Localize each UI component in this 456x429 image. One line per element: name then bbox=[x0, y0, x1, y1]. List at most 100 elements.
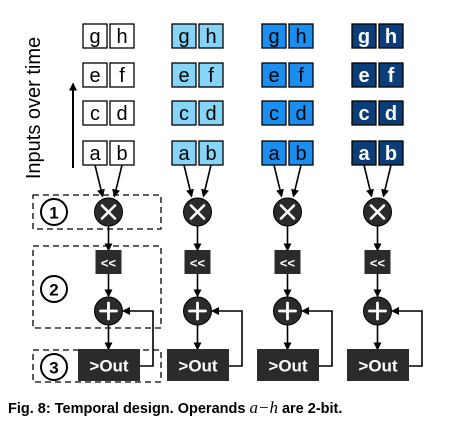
input-cell bbox=[109, 23, 135, 49]
stage-3-marker bbox=[40, 353, 68, 381]
input-cell-label: e bbox=[358, 65, 369, 87]
stage-1-number: 1 bbox=[49, 204, 58, 223]
multiply-icon bbox=[369, 204, 386, 220]
out-label: >Out bbox=[89, 357, 129, 376]
arrow-icon bbox=[94, 164, 105, 198]
caption-dash: − bbox=[257, 398, 270, 417]
input-cell-label: a bbox=[89, 143, 101, 165]
out-label: >Out bbox=[178, 357, 218, 376]
input-cell-label: g bbox=[358, 26, 370, 48]
out-label: >Out bbox=[268, 357, 308, 376]
stage-1-box bbox=[32, 194, 162, 230]
input-cell bbox=[198, 62, 224, 88]
input-cell bbox=[82, 23, 108, 49]
input-cell-label: d bbox=[205, 103, 216, 125]
input-cell bbox=[261, 23, 287, 49]
input-cell-label: c bbox=[269, 103, 279, 125]
input-cell-label: e bbox=[178, 65, 189, 87]
input-cell bbox=[171, 62, 197, 88]
input-cell-label: h bbox=[116, 26, 127, 48]
feedback-arrow bbox=[301, 307, 333, 367]
input-cell-label: b bbox=[385, 143, 397, 165]
input-cell bbox=[198, 140, 224, 166]
input-cell bbox=[351, 100, 377, 126]
stage-3-number: 3 bbox=[49, 359, 58, 378]
add-icon bbox=[99, 301, 118, 321]
input-cell-label: h bbox=[295, 26, 306, 48]
input-cell bbox=[261, 62, 287, 88]
shift-label: << bbox=[370, 256, 386, 271]
out-register bbox=[78, 349, 140, 381]
input-cell-label: d bbox=[385, 103, 397, 125]
multiply-icon bbox=[189, 204, 206, 220]
multiply-icon bbox=[279, 204, 296, 220]
input-cell bbox=[351, 62, 377, 88]
input-cell bbox=[378, 23, 404, 49]
input-cell-label: g bbox=[89, 26, 100, 48]
input-cell bbox=[171, 23, 197, 49]
figure-caption: Fig. 8: Temporal design. Operands a−h ar… bbox=[8, 398, 454, 418]
input-cell bbox=[171, 140, 197, 166]
input-cell bbox=[198, 100, 224, 126]
input-cell-label: e bbox=[268, 65, 279, 87]
input-cell-label: f bbox=[208, 65, 214, 87]
shift-label: << bbox=[101, 256, 117, 271]
input-cell bbox=[109, 100, 135, 126]
input-cell bbox=[378, 62, 404, 88]
input-cell-label: a bbox=[268, 143, 280, 165]
input-cell-label: b bbox=[205, 143, 216, 165]
feedback-arrow bbox=[391, 307, 423, 367]
input-cell bbox=[261, 140, 287, 166]
input-cell-label: f bbox=[119, 65, 125, 87]
caption-suffix: are 2-bit. bbox=[277, 401, 343, 417]
arrow-icon bbox=[291, 164, 302, 198]
input-cell-label: h bbox=[205, 26, 216, 48]
input-cell bbox=[288, 140, 314, 166]
out-register bbox=[257, 349, 319, 381]
caption-prefix: Fig. 8: Temporal design. Operands bbox=[8, 401, 250, 417]
input-cell bbox=[82, 100, 108, 126]
shift-box bbox=[95, 250, 122, 274]
stage-2-number: 2 bbox=[49, 281, 58, 300]
input-cell-label: g bbox=[178, 26, 189, 48]
input-cell-label: c bbox=[90, 103, 100, 125]
add-icon bbox=[278, 301, 297, 321]
stage-markers: 1 2 3 bbox=[40, 198, 68, 381]
shift-box bbox=[274, 250, 301, 274]
axis-label: Inputs over time bbox=[23, 37, 45, 179]
stage-2-box bbox=[32, 245, 162, 329]
input-cell bbox=[288, 100, 314, 126]
shift-box bbox=[364, 250, 391, 274]
out-register bbox=[167, 349, 229, 381]
input-cell-label: d bbox=[295, 103, 306, 125]
feedback-arrow bbox=[122, 307, 154, 367]
input-cell-label: b bbox=[116, 143, 127, 165]
out-register bbox=[347, 349, 409, 381]
input-cell bbox=[171, 100, 197, 126]
input-cell bbox=[82, 62, 108, 88]
input-cell bbox=[109, 140, 135, 166]
input-cell-label: c bbox=[358, 103, 369, 125]
arrow-icon bbox=[273, 164, 284, 198]
add-icon bbox=[368, 301, 387, 321]
input-cell bbox=[109, 62, 135, 88]
out-label: >Out bbox=[358, 357, 398, 376]
input-cell-label: g bbox=[268, 26, 279, 48]
arrow-icon bbox=[183, 164, 194, 198]
input-cell bbox=[288, 62, 314, 88]
time-axis: Inputs over time bbox=[23, 37, 77, 179]
input-cell-label: f bbox=[388, 65, 395, 87]
shift-label: << bbox=[190, 256, 206, 271]
caption-operand-end: h bbox=[269, 398, 278, 417]
input-cell bbox=[288, 23, 314, 49]
input-cell bbox=[378, 140, 404, 166]
input-cell-label: d bbox=[116, 103, 127, 125]
input-cell-label: e bbox=[89, 65, 100, 87]
arrow-icon bbox=[381, 164, 392, 198]
